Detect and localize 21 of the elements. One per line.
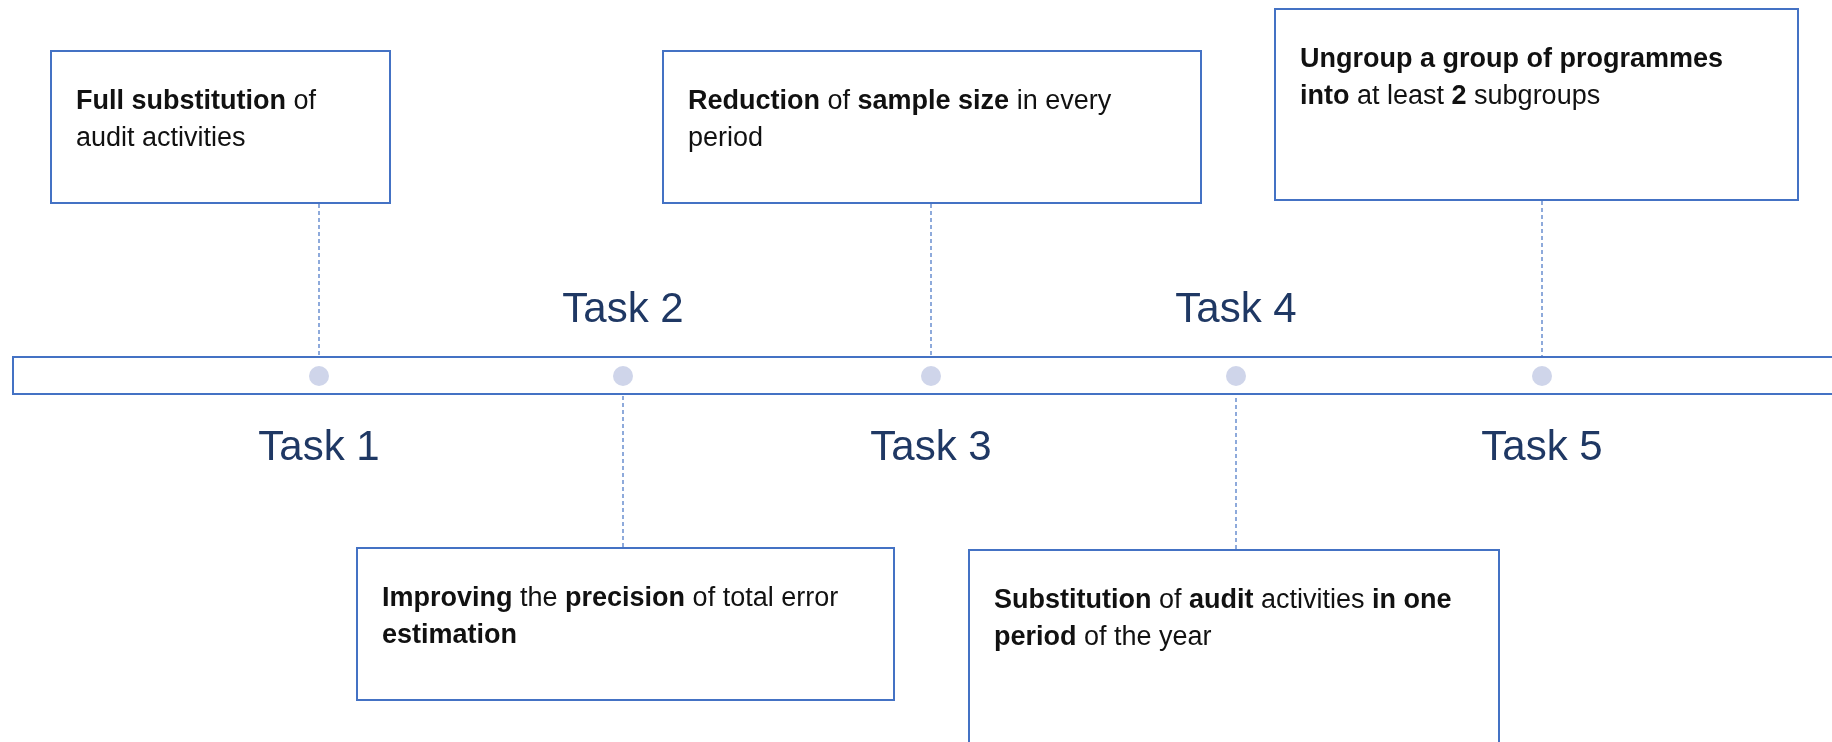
- task-box: [662, 50, 1202, 204]
- timeline-dot: [613, 365, 633, 386]
- task-label: Task 3: [870, 421, 992, 470]
- timeline-dot: [1532, 365, 1552, 386]
- task-box: [1274, 8, 1799, 201]
- task-description: Full substitution of audit activities: [76, 84, 317, 154]
- task-box: [50, 50, 391, 204]
- task-box: [356, 547, 895, 701]
- task-box: [968, 549, 1500, 742]
- task-label: Task 2: [562, 283, 684, 332]
- task-label: Task 1: [258, 421, 380, 470]
- task-description: Substitution of audit activities in one period of the year: [994, 583, 1453, 653]
- task-description: Ungroup a group of programmes into at least 2 subgroups: [1300, 42, 1724, 112]
- timeline-bar: [12, 356, 1832, 395]
- task-label: Task 4: [1175, 283, 1297, 332]
- task-description: Improving the precision of total error estimation: [382, 581, 840, 651]
- timeline-dot: [1226, 365, 1246, 386]
- timeline-dot: [921, 365, 941, 386]
- task-description: Reduction of sample size in every period: [688, 84, 1113, 154]
- timeline-dot: [309, 365, 329, 386]
- task-label: Task 5: [1481, 421, 1603, 470]
